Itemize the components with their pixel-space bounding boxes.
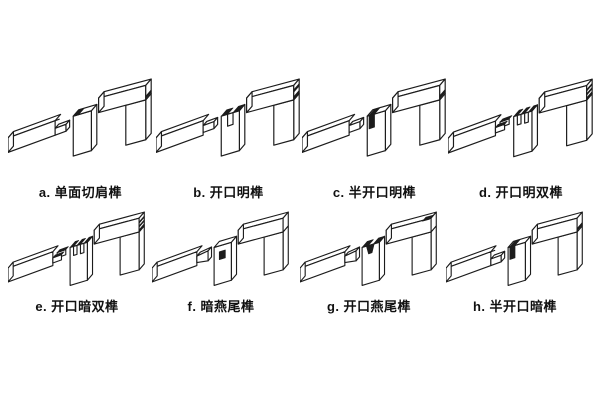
joint-figure-d: [448, 60, 594, 162]
corner-assembly-piece: [93, 211, 145, 276]
joint-label-b: b.开口明榫: [156, 182, 301, 201]
joint-label-g: g.开口燕尾榫: [300, 296, 438, 315]
rail-piece: [156, 113, 219, 154]
joint-name: 开口暗双榫: [51, 299, 119, 314]
rail-piece: [448, 114, 513, 154]
post-piece: [507, 235, 532, 286]
joint-name: 半开口暗榫: [489, 299, 558, 314]
joint-name: 开口燕尾榫: [343, 299, 412, 314]
post-piece: [69, 235, 94, 286]
joint-drawing-c: [302, 78, 446, 157]
joint-figure-c: [302, 60, 447, 162]
joint-label-h: h.半开口暗榫: [446, 296, 584, 315]
corner-assembly-piece: [246, 78, 300, 146]
joint-figure-g: [300, 194, 438, 291]
joint-letter: g.: [326, 299, 340, 314]
post-piece: [213, 235, 238, 286]
joint-figure-e: [8, 194, 146, 291]
corner-assembly-piece: [237, 211, 289, 276]
joint-letter: f.: [187, 299, 197, 314]
rail-piece: [8, 245, 69, 283]
joint-label-e: e.开口暗双榫: [8, 296, 146, 315]
joint-figure-a: [8, 60, 153, 162]
joint-drawing-g: [300, 211, 437, 286]
corner-assembly-piece: [392, 78, 446, 146]
joint-drawing-b: [156, 78, 300, 157]
joint-label-c: c.半开口明榫: [302, 182, 447, 201]
rail-piece: [152, 245, 213, 283]
joint-name: 开口明榫: [209, 185, 264, 200]
post-piece: [366, 103, 392, 157]
post-piece: [513, 104, 539, 158]
joint-label-a: a.单面切肩榫: [8, 182, 153, 201]
rail-piece: [302, 113, 365, 154]
joint-letter: h.: [472, 299, 486, 314]
post-piece: [220, 103, 246, 157]
joint-drawing-f: [152, 211, 289, 286]
rail-piece: [300, 245, 361, 283]
joint-drawing-h: [446, 211, 583, 286]
joint-name: 开口明双榫: [495, 185, 564, 200]
rail-piece: [446, 245, 506, 283]
joint-letter: d.: [478, 185, 492, 200]
post-piece: [361, 235, 386, 286]
corner-assembly-piece: [538, 78, 593, 147]
joint-drawing-e: [8, 211, 145, 286]
post-piece: [72, 103, 98, 157]
rail-piece: [8, 113, 71, 154]
corner-assembly-piece: [98, 78, 152, 146]
corner-assembly-piece: [531, 211, 583, 276]
joint-name: 半开口明榫: [348, 185, 417, 200]
corner-assembly-piece: [385, 211, 437, 276]
joint-figure-h: [446, 194, 584, 291]
joint-letter: c.: [332, 185, 345, 200]
joint-letter: a.: [38, 185, 51, 200]
joint-letter: b.: [193, 185, 206, 200]
joint-label-d: d.开口明双榫: [448, 182, 594, 201]
joint-label-f: f.暗燕尾榫: [152, 296, 290, 315]
joint-name: 单面切肩榫: [54, 185, 123, 200]
joint-name: 暗燕尾榫: [200, 299, 255, 314]
joint-letter: e.: [35, 299, 48, 314]
joint-figure-f: [152, 194, 290, 291]
joint-drawing-d: [448, 78, 593, 158]
joint-drawing-a: [8, 78, 152, 157]
joint-figure-b: [156, 60, 301, 162]
